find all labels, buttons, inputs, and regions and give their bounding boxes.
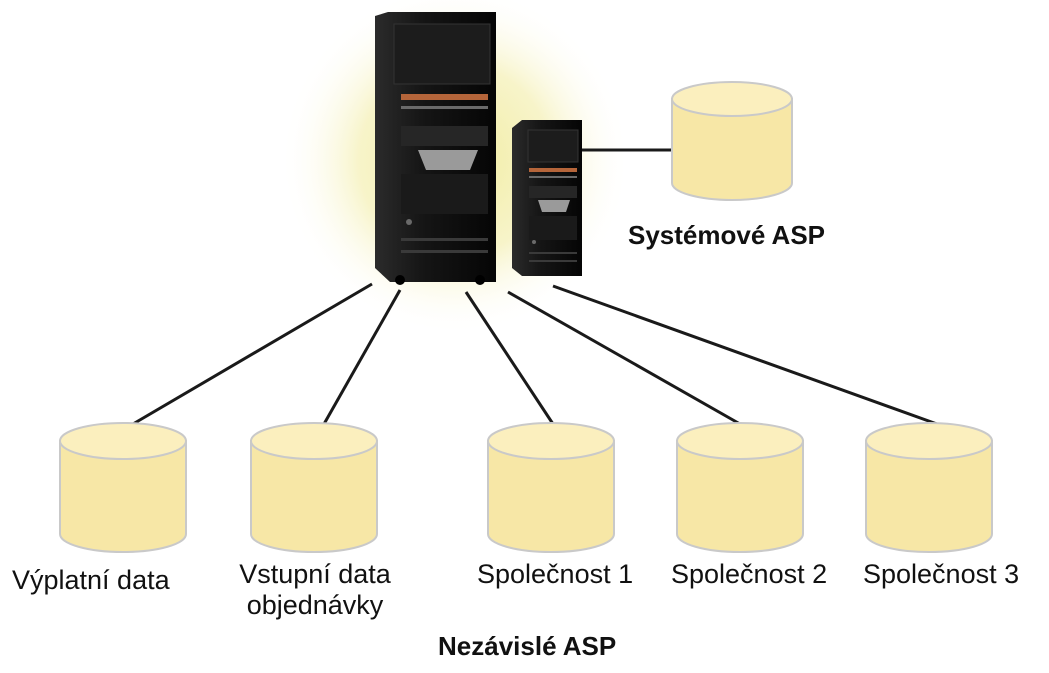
disk-label-spolecnost-2: Společnost 2 bbox=[671, 559, 828, 589]
disk-label-vstupni-data-line-2: objednávky bbox=[246, 590, 384, 620]
server-tower-large bbox=[375, 12, 496, 285]
server-tower-small bbox=[512, 120, 582, 276]
server-tower-icon bbox=[512, 120, 582, 276]
disk-cylinder-icon bbox=[865, 422, 993, 553]
connector-spolecnost-3 bbox=[552, 284, 938, 426]
disk-label-vstupni-data: Vstupní data objednávky bbox=[226, 559, 404, 621]
disk-cylinder-icon bbox=[676, 422, 804, 553]
disk-cylinder-icon bbox=[250, 422, 378, 553]
disk-cylinder-icon bbox=[487, 422, 615, 553]
disk-label-spolecnost-3: Společnost 3 bbox=[863, 559, 1020, 589]
server-tower-icon bbox=[375, 12, 496, 285]
disk-label-vstupni-data-line-1: Vstupní data bbox=[239, 559, 391, 589]
disk-spolecnost-1 bbox=[487, 422, 615, 553]
connector-group bbox=[132, 148, 938, 426]
system-asp-label: Systémové ASP bbox=[628, 220, 826, 250]
disk-label-vyplatni-data: Výplatní data bbox=[12, 565, 170, 595]
connector-vstupni-data bbox=[322, 289, 402, 425]
connector-spolecnost-1 bbox=[464, 291, 555, 425]
system-asp-disk bbox=[671, 81, 793, 201]
disk-cylinder-icon bbox=[671, 81, 793, 201]
disk-spolecnost-2 bbox=[676, 422, 804, 553]
disk-spolecnost-3 bbox=[865, 422, 993, 553]
disk-vyplatni-data bbox=[59, 422, 187, 553]
connector-spolecnost-2 bbox=[507, 290, 741, 426]
disk-vstupni-data bbox=[250, 422, 378, 553]
connector-vyplatni-data bbox=[132, 282, 373, 426]
disk-cylinder-icon bbox=[59, 422, 187, 553]
disk-label-spolecnost-1: Společnost 1 bbox=[477, 559, 634, 589]
independent-asp-label: Nezávislé ASP bbox=[438, 631, 617, 661]
